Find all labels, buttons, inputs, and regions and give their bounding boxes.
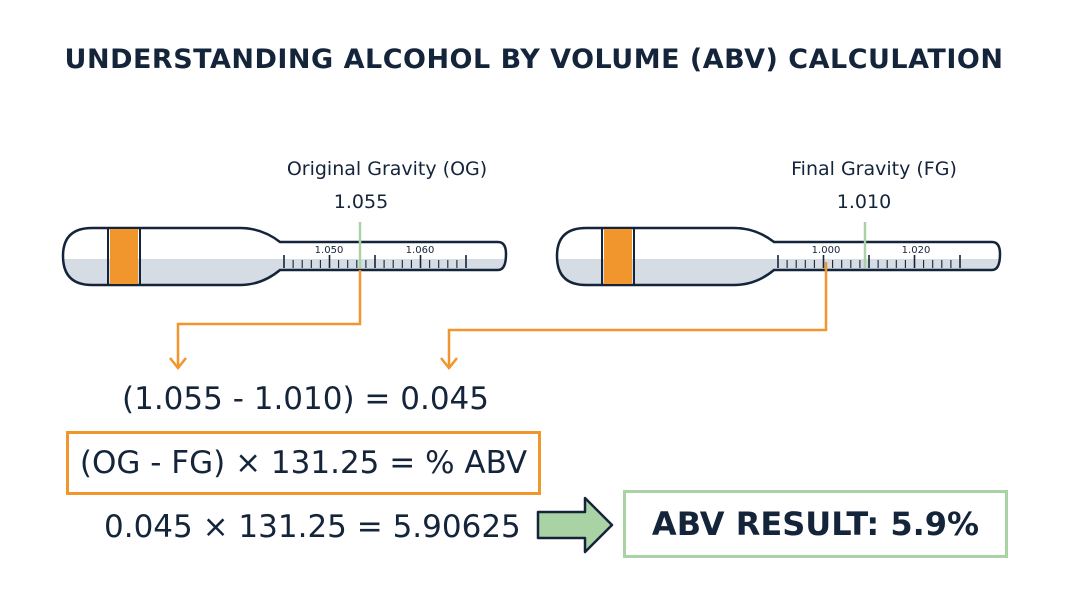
fg-value: 1.010	[836, 191, 892, 213]
result-arrow-icon	[536, 496, 614, 554]
difference-formula: (1.055 - 1.010) = 0.045	[122, 381, 490, 417]
result-box: ABV RESULT: 5.9%	[623, 490, 1008, 558]
abv-formula: (OG - FG) × 131.25 = % ABV	[79, 445, 528, 481]
fg-connector-arrow	[440, 262, 828, 371]
abv-result: ABV RESULT: 5.9%	[651, 505, 980, 543]
fg-hydrometer: 1.000 1.020	[555, 222, 1002, 287]
og-hydrometer: 1.050 1.060	[61, 222, 508, 287]
og-tick-label: 1.060	[406, 245, 435, 256]
fg-scale-ticks	[777, 255, 961, 268]
abv-formula-box: (OG - FG) × 131.25 = % ABV	[66, 431, 541, 495]
fg-tick-label: 1.000	[812, 245, 841, 256]
fg-weight-band	[604, 229, 632, 284]
fg-label: Final Gravity (FG)	[791, 158, 957, 180]
og-tick-label: 1.050	[315, 245, 344, 256]
fg-tick-label: 1.020	[902, 245, 931, 256]
og-label: Original Gravity (OG)	[286, 158, 488, 180]
og-value: 1.055	[333, 191, 389, 213]
page-title: UNDERSTANDING ALCOHOL BY VOLUME (ABV) CA…	[64, 44, 1004, 75]
og-weight-band	[110, 229, 138, 284]
og-connector-arrow	[169, 270, 362, 371]
calculation-formula: 0.045 × 131.25 = 5.90625	[104, 509, 521, 545]
og-scale-ticks	[283, 255, 467, 268]
